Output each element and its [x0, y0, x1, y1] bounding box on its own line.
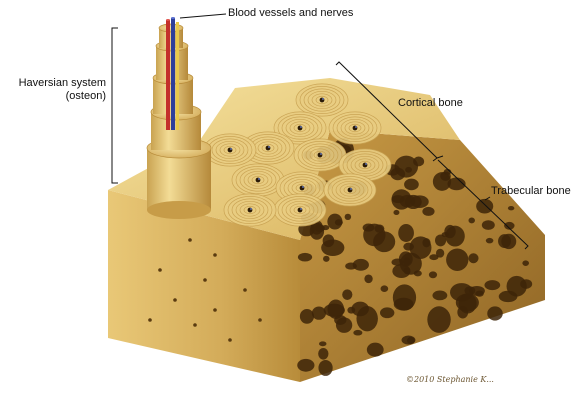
trabecular-pore: [381, 285, 389, 292]
trabecular-pore: [498, 234, 511, 248]
trabecular-pore: [482, 220, 495, 230]
haversian-bracket: [112, 28, 118, 183]
front-pore: [243, 288, 247, 292]
trabecular-pore: [367, 343, 384, 357]
trabecular-pore: [318, 348, 328, 360]
trabecular-pore: [298, 253, 312, 262]
front-pore: [258, 318, 262, 322]
trabecular-pore: [336, 317, 352, 333]
trabecular-pore: [363, 224, 385, 247]
trabecular-pore: [312, 307, 326, 320]
trabecular-pore: [422, 207, 434, 216]
osteon-ring: [324, 174, 376, 206]
front-pore: [203, 278, 207, 282]
front-pore: [228, 338, 232, 342]
vessels-leader: [180, 14, 226, 18]
trabecular-pore: [345, 214, 352, 220]
trabecular-pore: [436, 249, 444, 258]
trabecular-pore: [508, 206, 514, 210]
trabecular-pore: [468, 253, 478, 263]
trabecular-pore: [300, 309, 314, 324]
front-pore: [188, 238, 192, 242]
label-haversian-system: Haversian system (osteon): [8, 77, 106, 103]
trabecular-pore: [328, 299, 345, 319]
front-pore: [213, 253, 217, 257]
trabecular-pore: [323, 234, 335, 247]
trabecular-pore: [400, 253, 422, 275]
osteon-ring: [329, 112, 381, 144]
trabecular-pore: [520, 279, 532, 289]
trabecular-pore: [486, 238, 494, 243]
trabecular-pore: [487, 306, 502, 320]
front-pore: [173, 298, 177, 302]
osteon-ring: [224, 194, 276, 226]
front-pore: [158, 268, 162, 272]
blood-vessels-and-nerves: [166, 17, 179, 130]
trabecular-pore: [446, 249, 468, 271]
trabecular-pore: [323, 256, 330, 262]
osteon-ring: [294, 139, 346, 171]
trabecular-pore: [522, 260, 529, 266]
trabecular-pore: [353, 259, 369, 271]
label-haversian-line2: (osteon): [8, 90, 106, 103]
label-trabecular-bone: Trabecular bone: [491, 185, 571, 198]
trabecular-pore: [432, 291, 447, 301]
trabecular-pore: [456, 294, 479, 312]
trabecular-pore: [342, 289, 352, 300]
trabecular-pore: [322, 225, 329, 230]
trabecular-pore: [429, 271, 437, 278]
trabecular-pore: [404, 179, 419, 191]
osteon-ring: [296, 84, 348, 116]
trabecular-pore: [468, 217, 475, 223]
trabecular-pore: [484, 280, 500, 290]
front-pore: [193, 323, 197, 327]
trabecular-pore: [380, 307, 394, 318]
trabecular-pore: [407, 337, 415, 344]
front-pore: [148, 318, 152, 322]
trabecular-pore: [398, 224, 414, 242]
trabecular-pore: [353, 330, 362, 336]
trabecular-pore: [444, 225, 455, 238]
trabecular-pore: [297, 359, 314, 372]
trabecular-pore: [394, 298, 414, 311]
front-pore: [213, 308, 217, 312]
label-haversian-line1: Haversian system: [8, 77, 106, 90]
label-cortical-bone: Cortical bone: [398, 97, 463, 110]
trabecular-pore: [440, 172, 451, 181]
trabecular-pore: [352, 302, 369, 317]
trabecular-pore: [393, 210, 399, 215]
trabecular-pore: [327, 214, 342, 230]
label-blood-vessels: Blood vessels and nerves: [228, 7, 353, 20]
trabecular-pore: [476, 199, 493, 214]
osteon-ring: [204, 134, 256, 166]
trabecular-pore: [364, 274, 372, 283]
osteon-ring: [274, 194, 326, 226]
trabecular-pore: [391, 189, 411, 209]
trabecular-pore: [319, 341, 326, 346]
trabecular-pore: [427, 306, 450, 333]
trabecular-pore: [404, 268, 410, 275]
trabecular-pore: [318, 360, 332, 376]
trabecular-pore: [499, 291, 518, 302]
artist-signature: ©2010 Stephanie K...: [406, 375, 494, 384]
